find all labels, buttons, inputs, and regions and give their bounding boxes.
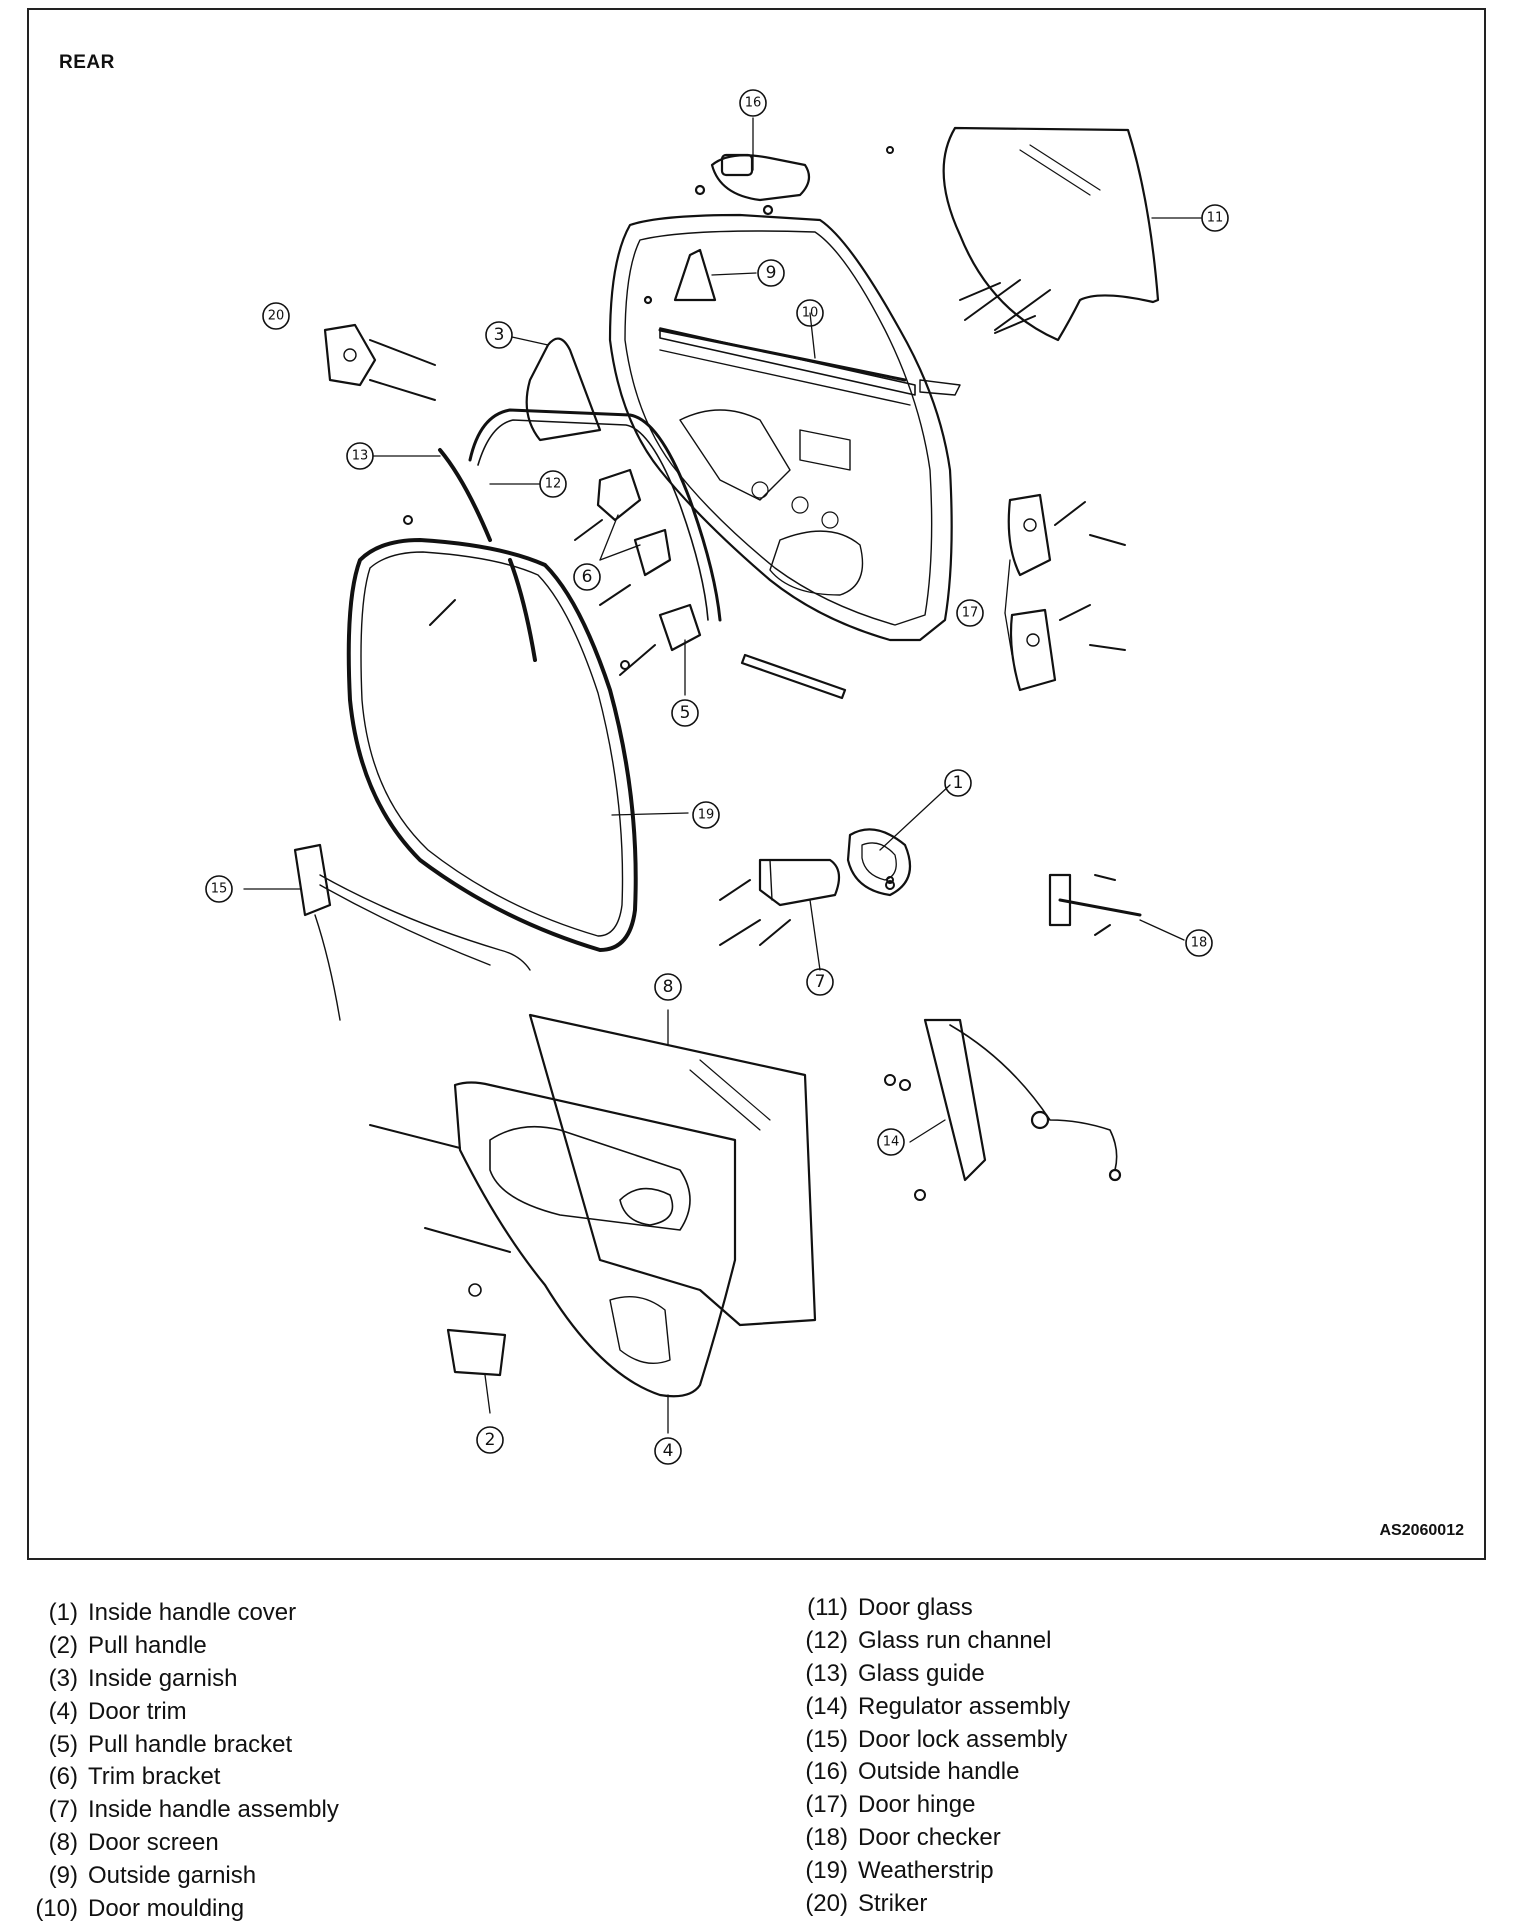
callout-11: 11 <box>1201 204 1229 232</box>
callout-6: 6 <box>573 563 601 591</box>
glass-guide-part <box>438 448 537 662</box>
door-strip-part <box>740 653 847 700</box>
svg-text:15: 15 <box>211 882 228 897</box>
legend-item: (6)Trim bracket <box>48 1763 221 1791</box>
legend-item: (1)Inside handle cover <box>48 1599 297 1627</box>
weatherstrip-part <box>346 538 638 952</box>
leader-lines <box>243 117 1202 1434</box>
svg-text:4: 4 <box>663 1441 674 1461</box>
door-lock-assembly-part <box>293 843 531 1021</box>
legend-column-right: (11)Door glass (12)Glass run channel (13… <box>790 1592 1070 1920</box>
regulator-assembly-part <box>923 1018 1122 1182</box>
legend-item: (18)Door checker <box>805 1823 1001 1851</box>
door-moulding-part <box>658 328 907 382</box>
legend-item: (8)Door screen <box>48 1828 219 1856</box>
striker-part <box>323 323 377 387</box>
callout-2: 2 <box>476 1426 504 1454</box>
svg-text:16: 16 <box>745 96 762 111</box>
callout-16: 16 <box>739 89 767 117</box>
callout-9: 9 <box>757 259 785 287</box>
svg-text:10: 10 <box>802 306 819 321</box>
svg-text:7: 7 <box>815 972 826 992</box>
legend-item: (14)Regulator assembly <box>805 1692 1071 1720</box>
door-checker-part <box>1048 873 1142 927</box>
callout-12: 12 <box>539 470 567 498</box>
svg-text:2: 2 <box>485 1430 496 1450</box>
glass-run-channel-part <box>468 408 722 622</box>
legend-item: (17)Door hinge <box>805 1791 976 1819</box>
legend-item: (9)Outside garnish <box>48 1861 257 1889</box>
legend-item: (13)Glass guide <box>805 1659 985 1687</box>
legend-item: (4)Door trim <box>48 1697 187 1725</box>
callout-5: 5 <box>671 699 699 727</box>
legend-item: (10)Door moulding <box>35 1894 245 1922</box>
diagram-title: REAR <box>59 52 115 73</box>
svg-text:14: 14 <box>883 1135 900 1150</box>
svg-text:8: 8 <box>663 977 674 997</box>
door-hinge-part <box>1007 493 1057 692</box>
diagram-frame: REAR AS2060012 <box>27 8 1486 1560</box>
legend-item: (15)Door lock assembly <box>805 1725 1068 1753</box>
legend-column-left: (1)Inside handle cover (2)Pull handle (3… <box>20 1597 339 1925</box>
callout-17: 17 <box>956 599 984 627</box>
callout-4: 4 <box>654 1437 682 1465</box>
svg-text:5: 5 <box>680 703 691 723</box>
legend-item: (20)Striker <box>805 1889 928 1917</box>
inside-garnish-part <box>525 337 602 442</box>
legend-item: (3)Inside garnish <box>48 1664 238 1692</box>
legend-item: (5)Pull handle bracket <box>48 1730 293 1758</box>
callout-18: 18 <box>1185 929 1213 957</box>
callout-7: 7 <box>806 968 834 996</box>
legend-item: (11)Door glass <box>807 1594 973 1622</box>
exploded-door-diagram: 1 2 3 4 5 6 7 8 9 10 11 12 13 14 15 16 1… <box>205 89 1229 1465</box>
svg-text:12: 12 <box>545 477 562 492</box>
door-trim-part <box>453 1081 737 1398</box>
svg-text:3: 3 <box>494 325 505 345</box>
figure-code: AS2060012 <box>1379 1522 1464 1539</box>
legend-item: (19)Weatherstrip <box>805 1856 994 1884</box>
inside-handle-assembly-part <box>758 858 841 907</box>
svg-text:9: 9 <box>766 263 777 283</box>
svg-text:1: 1 <box>953 773 964 793</box>
legend-item: (2)Pull handle <box>48 1632 207 1660</box>
callout-15: 15 <box>205 875 233 903</box>
callout-13: 13 <box>346 442 374 470</box>
callout-20: 20 <box>262 302 290 330</box>
trim-bracket-part <box>596 468 672 577</box>
callout-1: 1 <box>944 769 972 797</box>
svg-text:6: 6 <box>582 567 593 587</box>
svg-text:19: 19 <box>698 808 715 823</box>
callout-19: 19 <box>692 801 720 829</box>
svg-text:18: 18 <box>1191 936 1208 951</box>
door-glass-part <box>942 126 1160 342</box>
door-screen-part <box>528 1013 817 1327</box>
outside-garnish-part <box>643 248 717 305</box>
svg-text:13: 13 <box>352 449 369 464</box>
fastener-set <box>369 146 1126 1253</box>
callout-3: 3 <box>485 321 513 349</box>
legend-item: (12)Glass run channel <box>805 1627 1052 1655</box>
parts-legend: (1)Inside handle cover (2)Pull handle (3… <box>0 1592 1520 1922</box>
svg-text:11: 11 <box>1207 211 1224 226</box>
pull-handle-bracket-part <box>658 603 702 652</box>
pull-handle-part <box>446 1283 507 1377</box>
inside-handle-cover-part <box>846 828 912 897</box>
door-panel-part <box>608 213 961 642</box>
svg-text:17: 17 <box>962 606 979 621</box>
callout-8: 8 <box>654 973 682 1001</box>
callout-14: 14 <box>877 1128 905 1156</box>
outside-handle-part <box>694 153 811 216</box>
legend-item: (7)Inside handle assembly <box>48 1796 339 1824</box>
callout-10: 10 <box>796 299 824 327</box>
callouts: 1 2 3 4 5 6 7 8 9 10 11 12 13 14 15 16 1… <box>205 89 1229 1465</box>
svg-text:20: 20 <box>268 309 285 324</box>
legend-item: (16)Outside handle <box>805 1758 1020 1786</box>
